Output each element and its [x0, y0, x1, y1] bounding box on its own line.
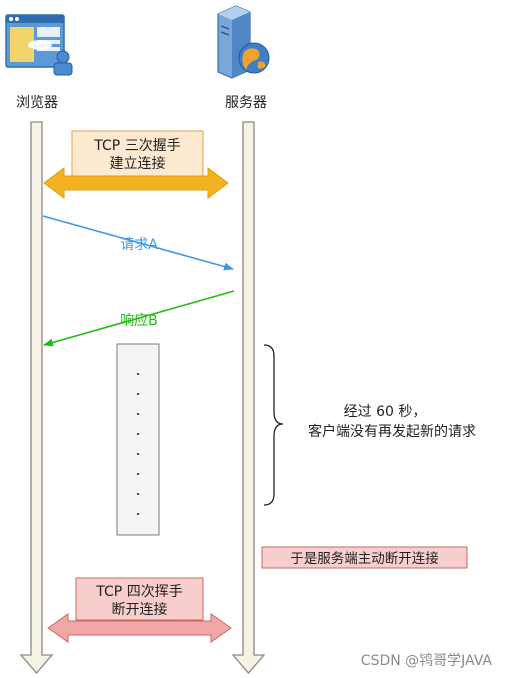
server-label: 服务器	[225, 95, 267, 111]
browser-window-icon	[5, 14, 73, 76]
handshake-line1: TCP 三次握手	[93, 138, 180, 154]
wave-line2: 断开连接	[112, 601, 168, 618]
handshake-box	[71, 130, 204, 177]
close-note-box	[261, 546, 468, 569]
watermark: CSDN @鸨哥学JAVA	[361, 652, 493, 669]
handshake-double-arrow	[43, 167, 229, 199]
request-label: 请求A	[120, 237, 158, 253]
idle-period-box	[116, 343, 160, 536]
response-arrow	[43, 290, 235, 347]
handshake-line2: 建立连接	[110, 155, 166, 172]
idle-dot: .	[135, 460, 140, 479]
close-note: 于是服务端主动断开连接	[290, 550, 439, 567]
idle-note-line1: 经过 60 秒，	[344, 404, 427, 420]
wave-line1: TCP 四次挥手	[95, 584, 182, 600]
idle-dots: ........	[135, 360, 140, 519]
idle-dot: .	[135, 420, 140, 439]
wave-box	[75, 577, 204, 621]
wave-double-arrow	[47, 613, 232, 643]
response-label: 响应B	[120, 312, 158, 329]
idle-dot: .	[135, 380, 140, 399]
request-arrow	[42, 215, 234, 271]
browser-label: 浏览器	[16, 95, 58, 111]
idle-note-line2: 客户端没有再发起新的请求	[308, 423, 476, 440]
server-globe-icon	[217, 5, 270, 79]
idle-dot: .	[135, 400, 140, 419]
browser-lifeline	[19, 121, 54, 674]
idle-dot: .	[135, 360, 140, 379]
idle-dot: .	[135, 500, 140, 519]
idle-dot: .	[135, 480, 140, 499]
idle-dot: .	[135, 440, 140, 459]
server-lifeline	[231, 121, 266, 674]
idle-brace	[263, 344, 284, 506]
